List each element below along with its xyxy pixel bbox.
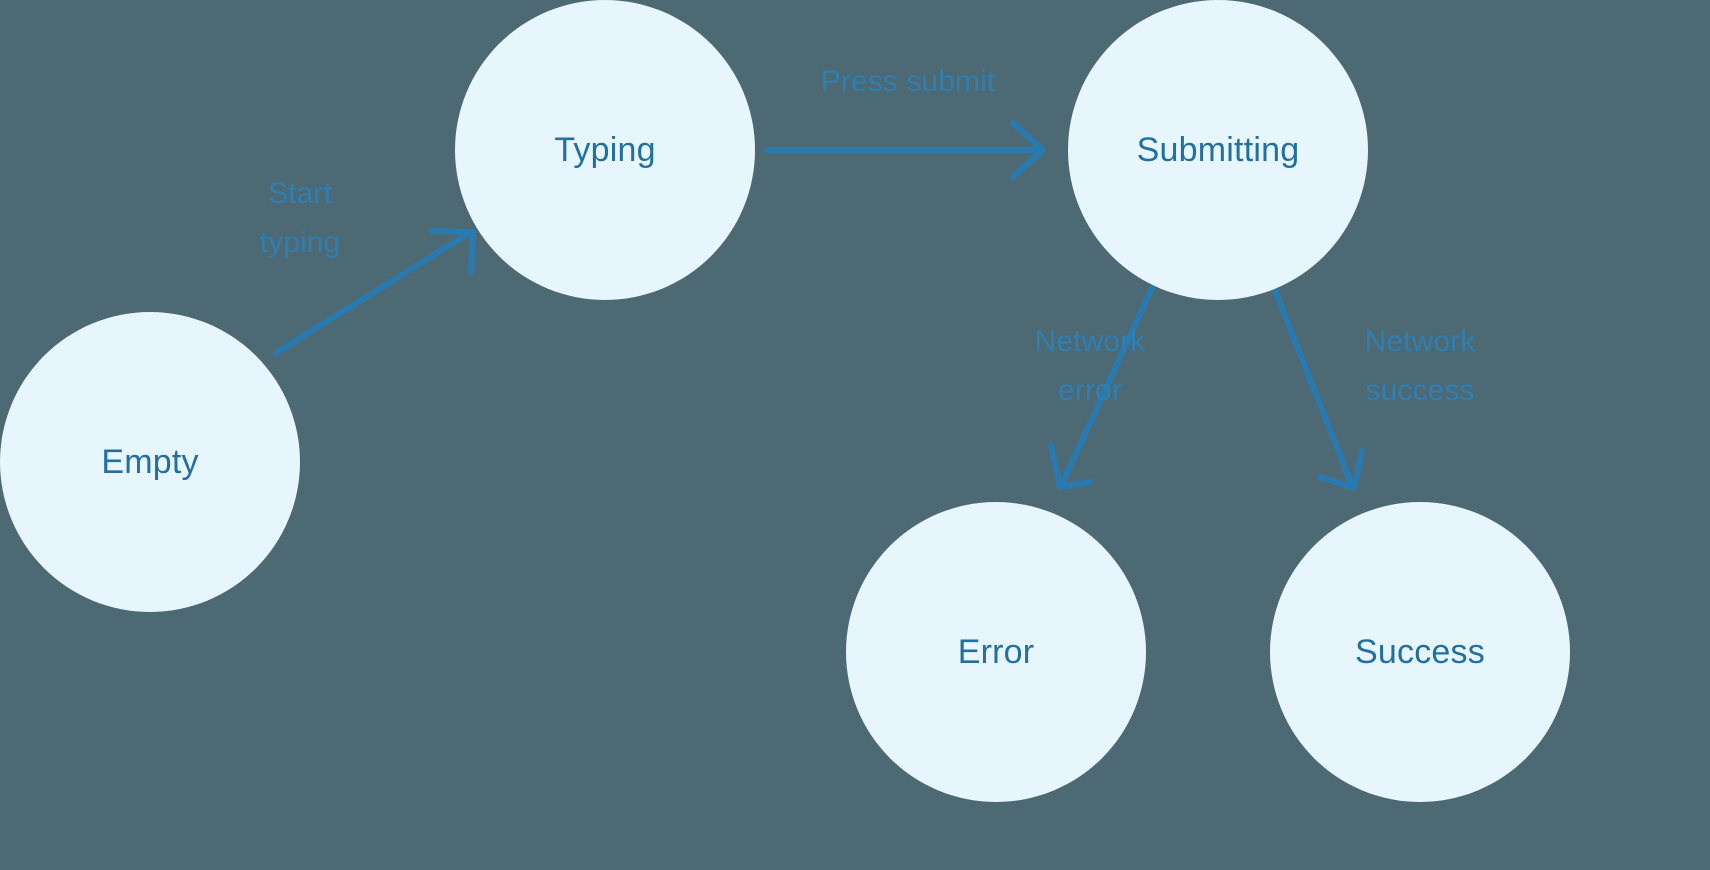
edge-label-press-submit: Press submit [820, 65, 996, 98]
state-node-success[interactable]: Success [1270, 502, 1570, 802]
edge-line-submitting-to-error [1060, 285, 1155, 485]
edge-line-empty-to-typing [273, 232, 469, 356]
arrowhead-submitting-to-success [1317, 448, 1365, 491]
arrowhead-typing-to-submitting [1010, 120, 1046, 180]
arrowhead-submitting-to-error [1048, 442, 1093, 490]
state-node-label-typing: Typing [554, 131, 656, 169]
edge-submitting-to-success [1271, 285, 1365, 491]
state-node-label-submitting: Submitting [1136, 131, 1300, 169]
state-node-error[interactable]: Error [846, 502, 1146, 802]
state-node-empty[interactable]: Empty [0, 312, 300, 612]
state-node-typing[interactable]: Typing [455, 0, 755, 300]
edge-label-network-error: Network error [1034, 325, 1146, 407]
edge-empty-to-typing [273, 228, 476, 356]
edge-typing-to-submitting [764, 120, 1046, 180]
state-node-label-error: Error [957, 633, 1035, 671]
edge-submitting-to-error [1048, 285, 1155, 490]
edge-line-submitting-to-success [1271, 285, 1354, 486]
arrowhead-empty-to-typing [429, 228, 476, 275]
state-node-label-empty: Empty [101, 443, 199, 481]
state-node-submitting[interactable]: Submitting [1068, 0, 1368, 300]
edge-label-network-success: Network success [1364, 325, 1476, 407]
edge-label-start-typing: Start typing [259, 177, 341, 259]
state-node-label-success: Success [1355, 633, 1485, 671]
